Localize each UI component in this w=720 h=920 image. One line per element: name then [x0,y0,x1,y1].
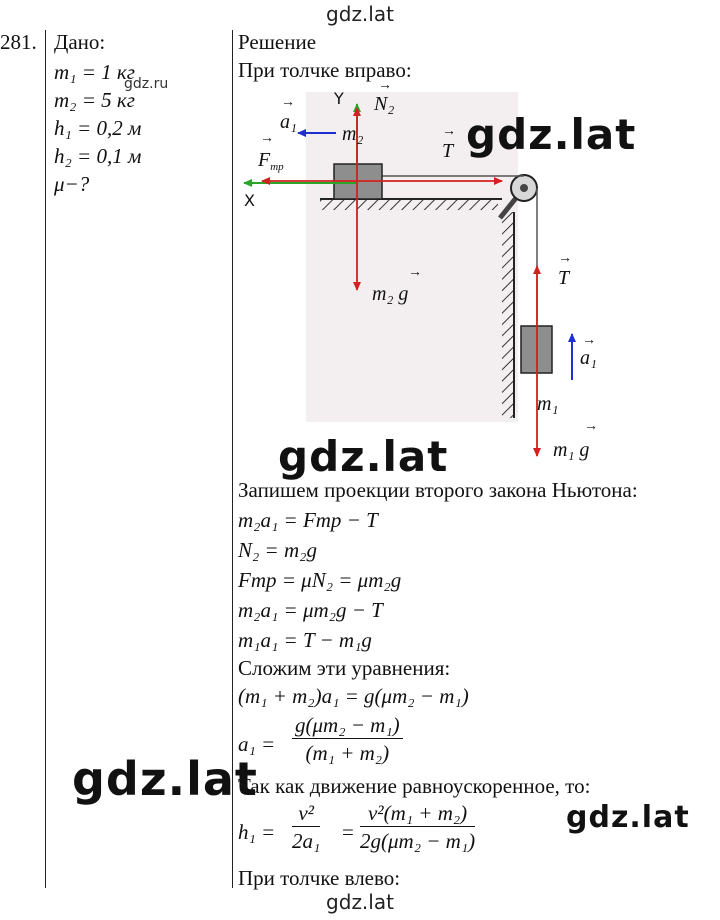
label-ftr: Fтр [257,149,284,173]
label-a1-right: a₁ [580,347,597,369]
pulley-axle [520,184,528,192]
label-m2: m₂ [342,123,363,145]
label-vec-t-right: → [558,251,572,266]
given-solution-divider [232,30,233,888]
equation-6: (m₁ + m₂)a₁ = g(μm₂ − m₁) [238,684,469,708]
label-ftr-sub: тр [270,161,284,173]
uniform-motion-text: Так как движение равноускоренное, то: [238,774,591,798]
given-m2: m₂ = 5 кг [54,88,135,112]
h1-fraction-2: v²(m₁ + m₂) 2g(μm₂ − m₁) [360,800,476,855]
watermark-tiny: gdz.ru [124,76,169,92]
watermark-left-big: gdz.lat [72,752,258,806]
newton-intro: Запишем проекции второго закона Ньютона: [238,478,638,502]
label-m2g: m₂ g [372,283,408,305]
table-hatching [320,199,498,210]
label-t-top: T [442,140,455,162]
equation-4: m₂a₁ = μm₂g − T [238,598,383,622]
label-y-axis: Y [333,89,344,108]
given-h1: h₁ = 0,2 м [54,116,142,140]
label-vec-a1-right: → [582,333,596,348]
label-vec-a1-top: → [281,95,295,110]
wall-hatching [502,212,514,418]
watermark-diagram: gdz.lat [466,110,637,159]
label-vec-t-top: → [442,124,456,139]
problem-number: 281. [0,30,37,54]
label-m1g: m₁ g [553,439,589,461]
label-vec-n2: → [378,84,392,93]
equation-2: N₂ = m₂g [238,538,317,562]
h1-fraction-2-numerator: v²(m₁ + m₂) [360,800,476,827]
label-x-axis: X [244,191,255,210]
a1-lhs: a₁ = [238,732,276,756]
label-m1: m₁ [537,393,558,415]
equation-3: Fтр = μN₂ = μm₂g [238,568,402,592]
h1-fraction-1: v² 2a₁ [292,800,321,855]
problem-number-divider [45,30,46,888]
label-vec-m1g: → [584,419,598,434]
given-title: Дано: [54,30,106,54]
label-vec-m2g: → [408,265,422,280]
push-left-text: При толчке влево: [238,866,401,890]
a1-numerator: g(μm₂ − m₁) [292,712,403,739]
add-equations-text: Сложим эти уравнения: [238,656,451,680]
label-t-right: T [558,267,571,289]
watermark-bottom: gdz.lat [326,890,394,914]
h1-fraction-1-denominator: 2a₁ [292,829,321,853]
label-ftr-main: F [257,149,271,171]
push-right-text: При толчке вправо: [238,58,412,82]
equation-5: m₁a₁ = T − m₁g [238,628,372,652]
label-vec-ftr: → [260,131,274,146]
given-unknown: μ−? [54,172,90,196]
label-a1-top: a₁ [280,111,297,133]
solution-title: Решение [238,30,317,54]
pulley-diagram: → a₁ m₂ Y → N₂ → T → Fтр X → m₂ g → T → … [243,84,598,461]
given-h2: h₂ = 0,1 м [54,144,142,168]
watermark-right-small: gdz.lat [566,800,690,835]
watermark-middle: gdz.lat [278,432,449,481]
a1-fraction: g(μm₂ − m₁) (m₁ + m₂) [292,712,403,767]
h1-fraction-1-numerator: v² [292,800,321,827]
h1-equals: = [342,820,354,844]
h1-lhs: h₁ = [238,820,276,844]
h1-fraction-2-denominator: 2g(μm₂ − m₁) [360,829,476,853]
equation-1: m₂a₁ = Fтр − T [238,508,378,532]
label-n2: N₂ [373,93,394,115]
diagram-background [306,92,518,422]
watermark-top: gdz.lat [326,2,394,26]
given-m1: m₁ = 1 кг [54,60,135,84]
a1-denominator: (m₁ + m₂) [305,741,390,765]
